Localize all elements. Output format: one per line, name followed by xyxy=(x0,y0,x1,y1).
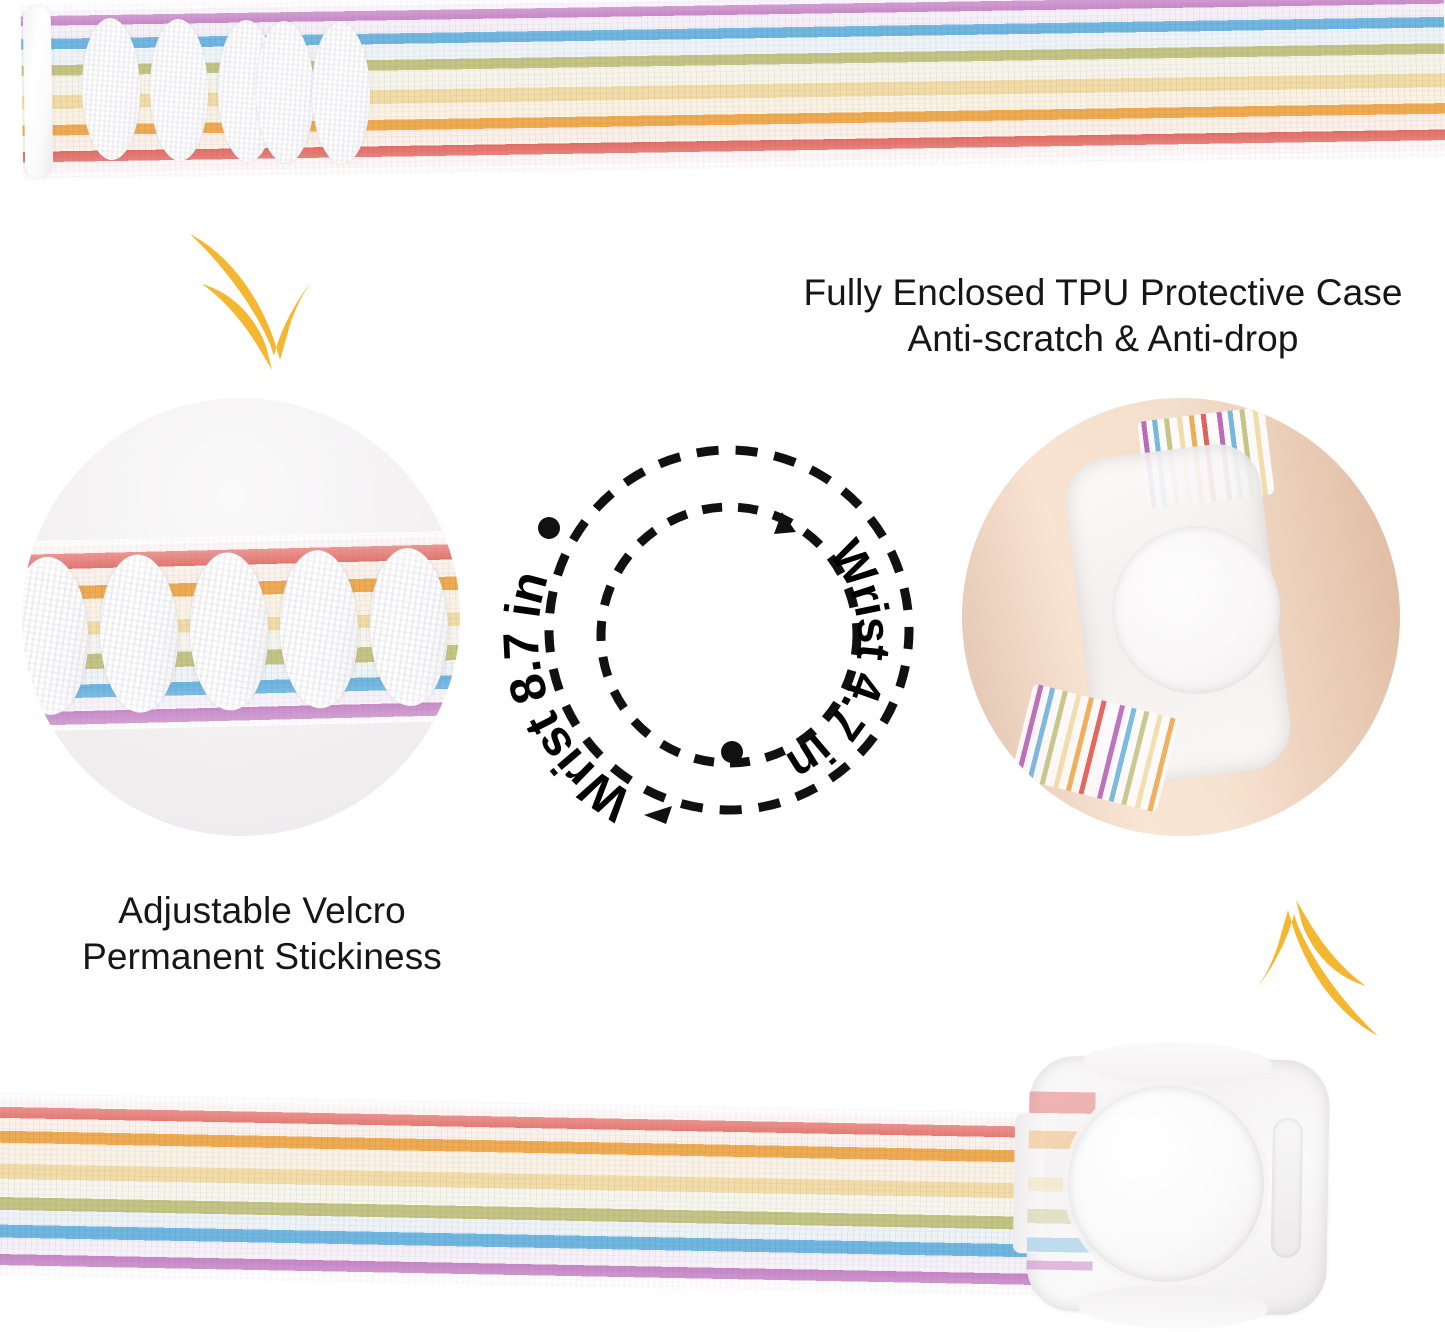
velcro-oval-icon xyxy=(98,553,180,714)
tpu-callout-text: Fully Enclosed TPU Protective Case Anti-… xyxy=(803,272,1403,360)
velcro-oval-icon xyxy=(278,549,360,710)
strap-slot-icon xyxy=(1270,1117,1304,1259)
inner-wrist-label: Wrist 4.7 in xyxy=(779,530,901,792)
worn-on-wrist-photo xyxy=(962,398,1400,836)
bottom-strap-photo xyxy=(0,1092,1116,1298)
velcro-closeup-photo xyxy=(22,398,460,836)
tpu-case-photo xyxy=(1025,1040,1331,1331)
strap-end-cap xyxy=(22,5,54,178)
velcro-oval-icon xyxy=(22,555,90,716)
curved-arrow-up-icon xyxy=(1212,890,1392,1042)
airtag-circle-icon xyxy=(1066,1084,1266,1284)
wrist-size-diagram: Wrist 8.7 in Wrist 4.7 in xyxy=(494,400,964,860)
inner-start-dot xyxy=(721,741,743,763)
inner-arrowhead xyxy=(774,512,796,534)
outer-arrowhead xyxy=(644,806,672,824)
velcro-oval-icon xyxy=(188,551,270,712)
outer-dashed-circle xyxy=(538,445,914,824)
velcro-callout-text: Adjustable Velcro Permanent Stickiness xyxy=(82,890,442,978)
velcro-oval-icon xyxy=(368,547,450,707)
curved-arrow-down-icon xyxy=(176,228,356,378)
inner-dashed-circle xyxy=(596,502,862,768)
outer-start-dot xyxy=(538,517,560,539)
